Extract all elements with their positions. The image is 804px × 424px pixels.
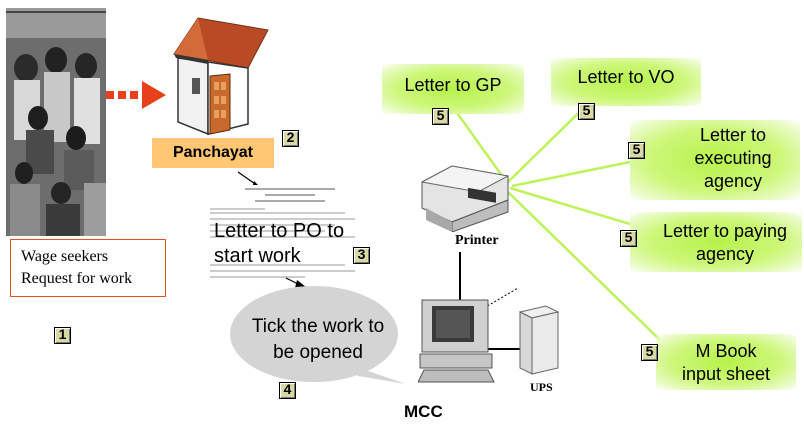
printer-icon <box>420 165 510 232</box>
step-badge-4: 4 <box>279 382 296 399</box>
letter-po-line1: Letter to PO to <box>214 220 345 242</box>
letter-to-executing-box: Letter to executing agency <box>630 120 800 200</box>
step-badge-5-vo: 5 <box>578 103 595 120</box>
tick-work-text: Tick the work to be opened <box>243 314 393 366</box>
step-badge-2: 2 <box>282 130 299 147</box>
wage-seekers-line1: Wage seekers <box>21 248 109 265</box>
computer-icon <box>418 299 495 383</box>
tick-work-line1: Tick the work to <box>251 316 385 337</box>
letter-document-icon <box>205 185 363 295</box>
executing-line3: agency <box>703 171 763 191</box>
mcc-label: MCC <box>404 402 443 421</box>
step-badge-3: 3 <box>353 247 370 264</box>
letter-to-paying-box: Letter to paying agency <box>630 212 802 272</box>
letter-to-vo-text: Letter to VO <box>577 67 675 87</box>
paying-line2: agency <box>695 244 755 264</box>
house-icon <box>173 17 269 136</box>
letter-to-gp-text: Letter to GP <box>404 75 502 95</box>
paying-line1: Letter to paying <box>662 221 788 241</box>
step-badge-1: 1 <box>54 327 71 344</box>
tick-work-line2: be opened <box>273 342 363 363</box>
panchayat-label: Panchayat <box>152 138 274 168</box>
executing-line1: Letter to <box>699 125 767 145</box>
wage-seekers-box: Wage seekers Request for work <box>10 239 166 297</box>
arrow-to-panchayat <box>106 81 166 109</box>
ups-label: UPS <box>530 380 553 394</box>
letter-to-gp-box: Letter to GP <box>382 64 524 114</box>
step-badge-5-mbook: 5 <box>641 344 658 361</box>
wage-seekers-photo <box>6 8 106 236</box>
m-book-line1: M Book <box>695 341 757 361</box>
m-book-line2: input sheet <box>681 364 771 384</box>
letter-to-po-text: Letter to PO to start work <box>214 219 344 269</box>
executing-line2: executing <box>694 148 772 168</box>
step-badge-5-executing: 5 <box>628 142 645 159</box>
arrow-to-bubble <box>285 277 306 288</box>
step-badge-5-gp: 5 <box>432 108 449 125</box>
wage-seekers-line2: Request for work <box>21 270 133 287</box>
ups-icon <box>518 305 560 375</box>
m-book-box: M Book input sheet <box>656 334 796 390</box>
tick-work-bubble <box>230 286 403 384</box>
letter-po-line2: start work <box>214 245 301 267</box>
printer-label: Printer <box>455 233 499 248</box>
step-badge-5-paying: 5 <box>620 230 637 247</box>
letter-to-vo-box: Letter to VO <box>551 58 701 106</box>
